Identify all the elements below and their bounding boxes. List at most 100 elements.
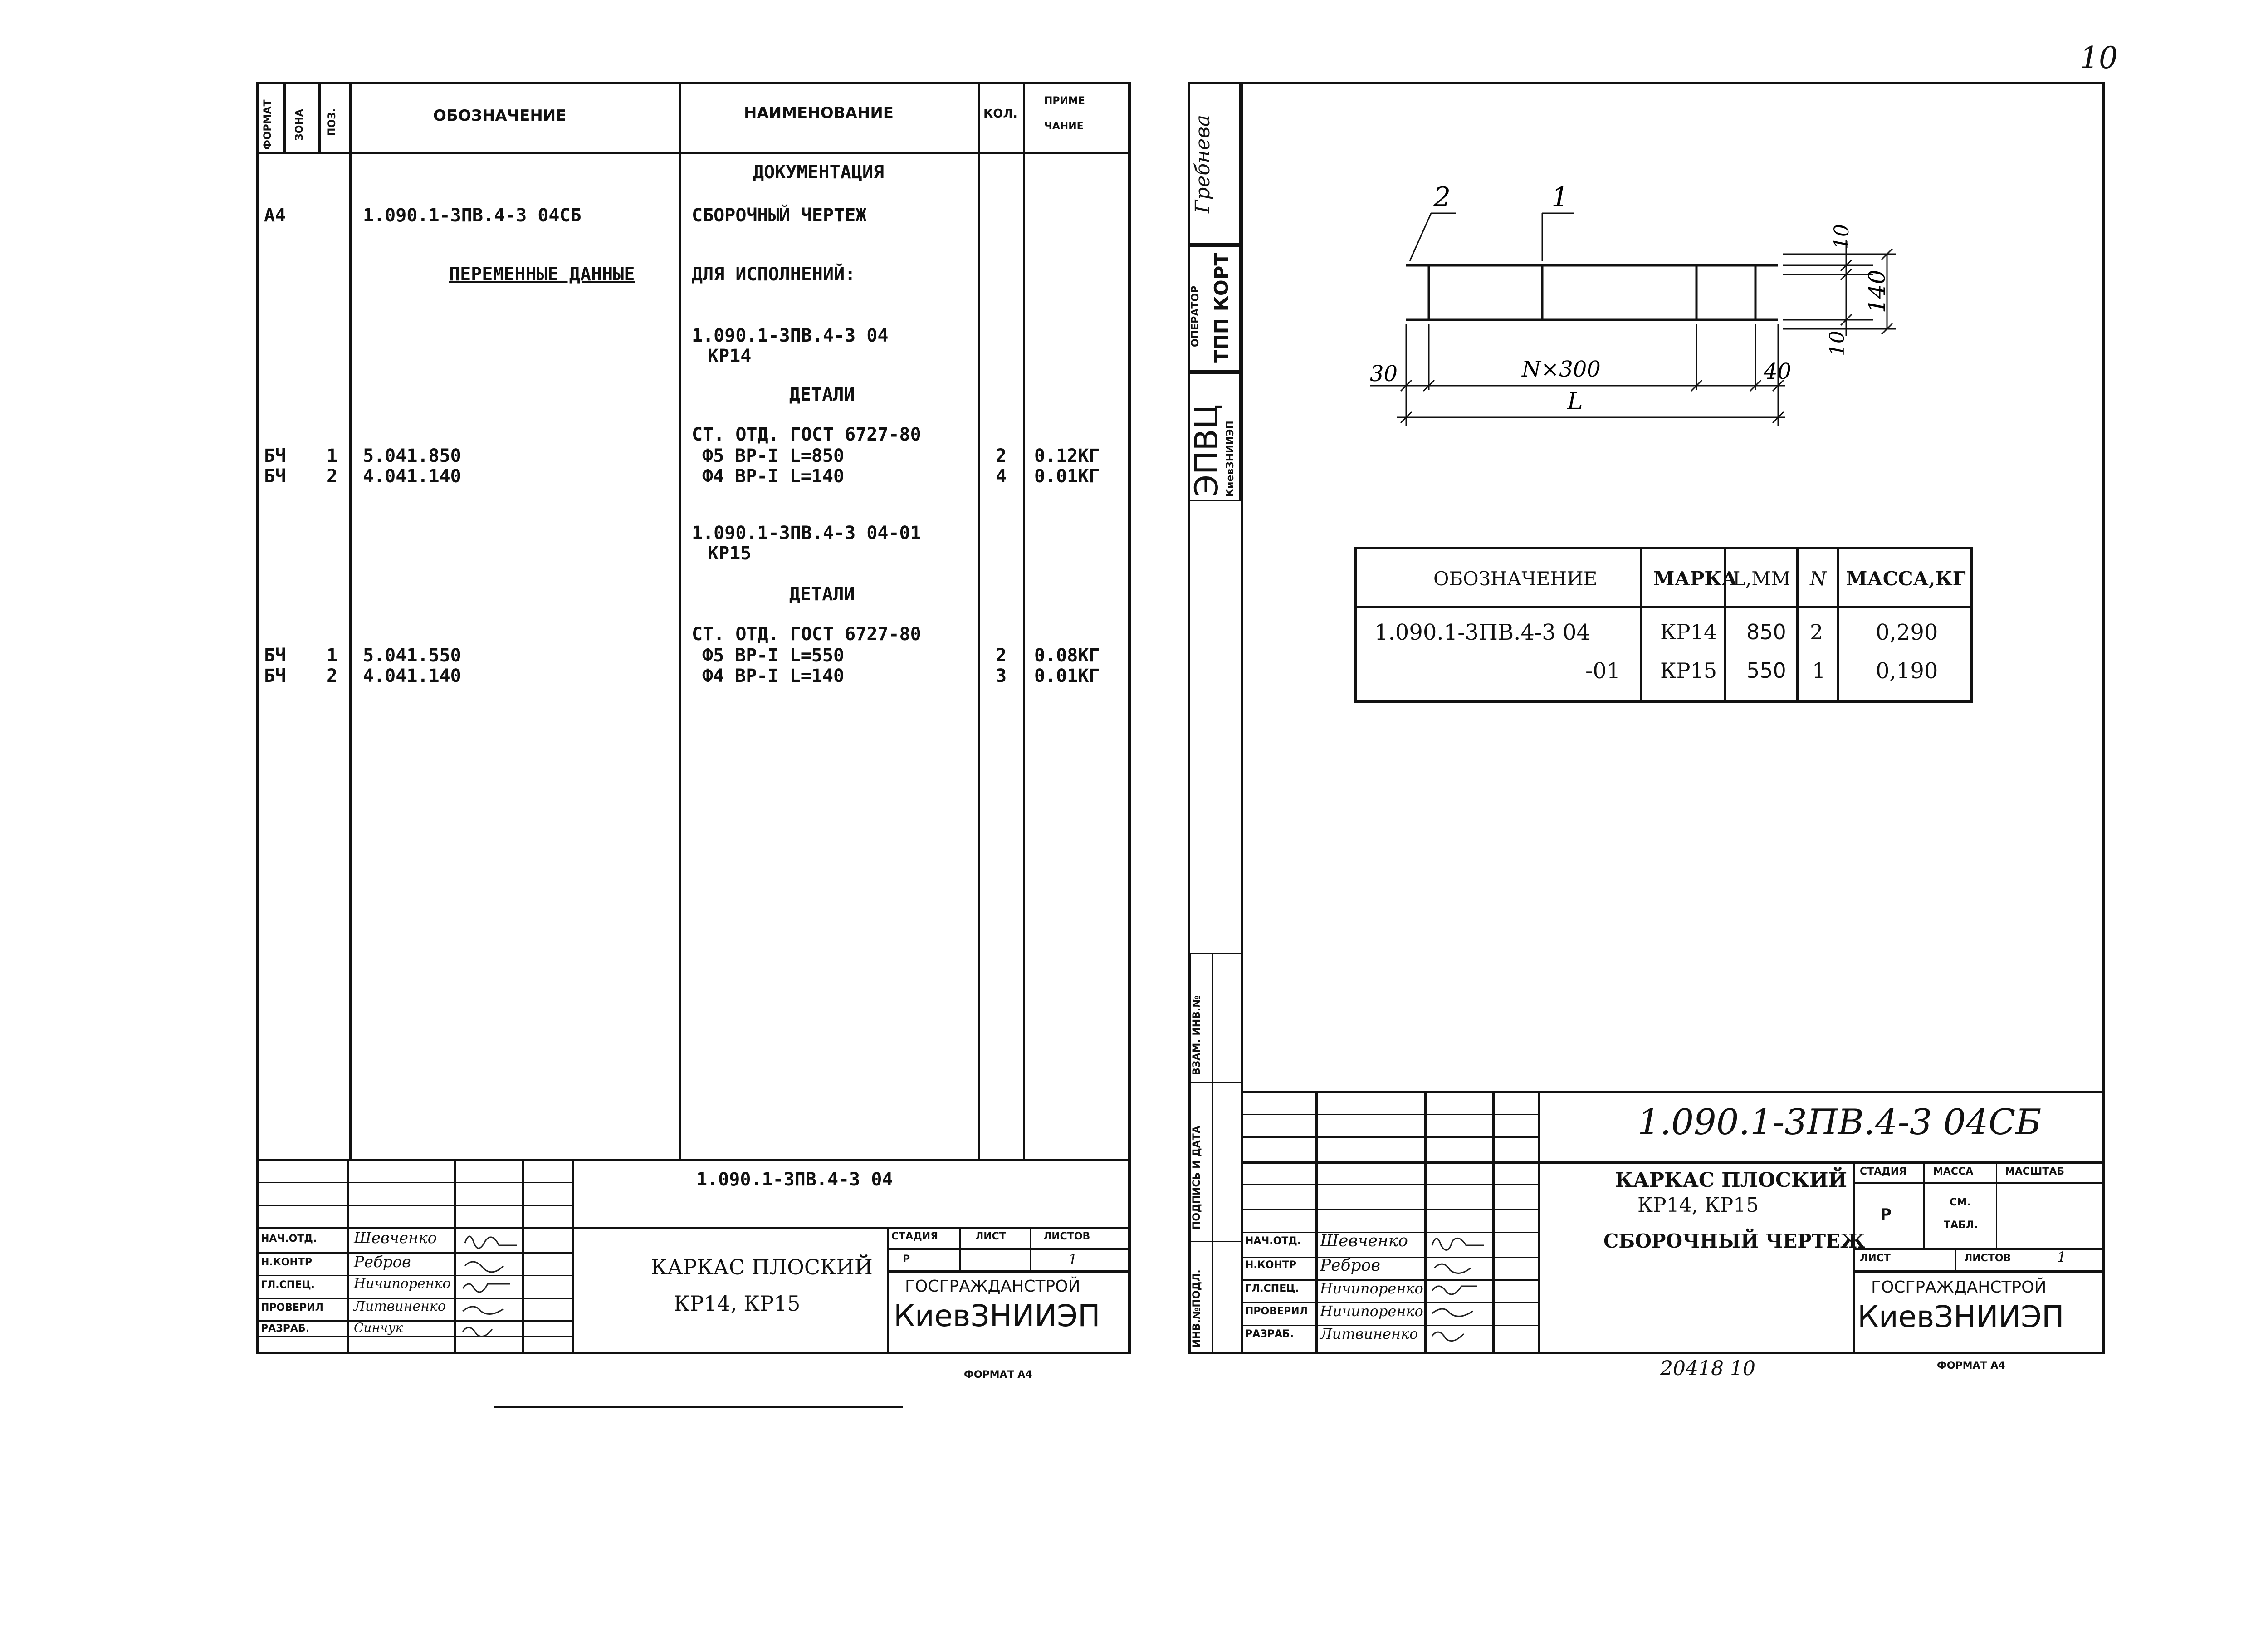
rtb-rule [1853, 1248, 2105, 1250]
mass-table-header-1: МАРКА [1653, 568, 1737, 590]
right-signatures [1431, 1237, 1484, 1342]
mass-table-r0-c3: 2 [1810, 620, 1823, 644]
tb-col [454, 1159, 456, 1354]
v1r1-designation: 5.041.850 [363, 446, 461, 466]
left-header-rule [256, 152, 1131, 154]
details1-heading: ДЕТАЛИ [789, 384, 855, 405]
left-sheet-frame [256, 82, 1131, 1354]
rtb-rule [1241, 1184, 1538, 1185]
right-tb-title-3: СБОРОЧНЫЙ ЧЕРТЕЖ [1603, 1230, 1866, 1252]
rtb-rule [1241, 1161, 2105, 1164]
std2: СТ. ОТД. ГОСТ 6727-80 [692, 624, 921, 645]
tb-rule [887, 1248, 1131, 1250]
v2r1-note: 0.08КГ [1034, 645, 1100, 666]
rtb-col [1923, 1161, 1925, 1248]
strip-inv-orig: ИНВ.№ПОДЛ. [1191, 1269, 1202, 1347]
dim-nx300: N×300 [1521, 357, 1601, 382]
right-tb-stage-label: СТАДИЯ [1860, 1166, 1907, 1177]
mass-table-r1-c0: -01 [1585, 658, 1621, 684]
rtb-col [1996, 1161, 1997, 1248]
rtb-col [1538, 1091, 1540, 1354]
tb-rule [887, 1270, 1131, 1273]
right-tb-mass-value-2: ТАБЛ. [1944, 1220, 1978, 1231]
v1r1-note: 0.12КГ [1034, 446, 1100, 466]
row1-name: СБОРОЧНЫЙ ЧЕРТЕЖ [692, 205, 867, 226]
right-strip-rule [1188, 1082, 1241, 1083]
stamp-handwritten-box [1188, 82, 1241, 245]
mass-table-header-3: N [1810, 568, 1827, 590]
bottom-underline [494, 1406, 903, 1408]
mass-table-r0-c0: 1.090.1-3ПВ.4-3 04 [1374, 620, 1590, 645]
left-tb-org-1: ГОСГРАЖДАНСТРОЙ [905, 1277, 1080, 1296]
right-tb-title-1: КАРКАС ПЛОСКИЙ [1615, 1169, 1848, 1192]
left-col-line [679, 82, 681, 1159]
dim-30: 30 [1370, 361, 1398, 387]
v2r1-designation: 5.041.550 [363, 645, 461, 666]
stamp-epvc-box [1188, 372, 1241, 501]
strip-sign-date: ПОДПИСЬ И ДАТА [1191, 1126, 1202, 1229]
left-role-0: НАЧ.ОТД. [261, 1233, 317, 1244]
rtb-rule [1241, 1091, 2105, 1093]
mass-table-col [1837, 547, 1839, 703]
tb-col [522, 1159, 524, 1354]
tb-rule [256, 1205, 574, 1206]
right-name-2: Ничипоренко [1320, 1280, 1423, 1297]
header-format: ФОРМАТ [262, 99, 274, 150]
left-role-3: ПРОВЕРИЛ [261, 1302, 323, 1313]
right-tb-sheets-label: ЛИСТОВ [1964, 1253, 2011, 1264]
tb-rule [256, 1227, 1131, 1229]
v1r1-format: БЧ [264, 446, 286, 466]
stamp-institute: КиевЗНИИЭП [1225, 421, 1236, 497]
left-name-4: Синчук [354, 1320, 403, 1335]
mass-table-header-0: ОБОЗНАЧЕНИЕ [1433, 568, 1598, 590]
mass-table-col [1796, 547, 1799, 703]
version2-line1: 1.090.1-3ПВ.4-3 04-01 [692, 523, 921, 544]
left-name-3: Литвиненко [354, 1298, 446, 1314]
version2-line2: КР15 [708, 543, 752, 564]
dim-40: 40 [1763, 359, 1791, 384]
v2r2-name: Ф4 ВР-I L=140 [702, 666, 845, 686]
tb-rule [256, 1252, 574, 1254]
rtb-rule [1241, 1302, 1538, 1303]
right-tb-sheet-label: ЛИСТ [1860, 1253, 1891, 1264]
v2r1-format: БЧ [264, 645, 286, 666]
mass-table-r1-c4: 0,190 [1876, 658, 1938, 684]
tb-rule [256, 1275, 574, 1276]
mass-table-r1-c3: 1 [1812, 658, 1826, 683]
left-name-0: Шевченко [354, 1229, 437, 1247]
right-role-1: Н.КОНТР [1245, 1259, 1296, 1271]
left-tb-stage-value: Р [903, 1254, 910, 1265]
right-role-2: ГЛ.СПЕЦ. [1245, 1283, 1300, 1294]
header-name: НАИМЕНОВАНИЕ [744, 104, 894, 122]
rtb-col [1955, 1248, 1956, 1270]
right-tb-title-2: КР14, КР15 [1637, 1194, 1759, 1217]
dim-140: 140 [1864, 270, 1890, 313]
rtb-col [1492, 1091, 1495, 1354]
rtb-col [1853, 1161, 1855, 1354]
mass-table-col [1640, 547, 1642, 703]
right-tb-mass-label: МАССА [1933, 1166, 1974, 1177]
mass-table-r1-c1: КР15 [1660, 658, 1717, 683]
mass-table-header-2: L,ММ [1733, 568, 1791, 590]
left-tb-stage-label: СТАДИЯ [891, 1231, 938, 1242]
for-versions: ДЛЯ ИСПОЛНЕНИЙ: [692, 264, 856, 285]
rtb-rule [1241, 1209, 1538, 1210]
right-tb-mass-value-1: СМ. [1950, 1197, 1971, 1208]
header-note-1: ПРИМЕ [1044, 95, 1085, 107]
dim-L: L [1567, 388, 1583, 415]
rtb-rule [1853, 1270, 2105, 1273]
header-designation: ОБОЗНАЧЕНИЕ [433, 107, 567, 125]
v2r2-qty: 3 [996, 666, 1007, 686]
row1-format: А4 [264, 205, 286, 226]
left-tb-title-2: КР14, КР15 [674, 1291, 801, 1316]
stamp-operator-box [1188, 245, 1241, 372]
right-field-line [1241, 82, 1243, 1354]
rtb-rule [1241, 1279, 1538, 1281]
v2r2-pos: 2 [327, 666, 338, 686]
rtb-rule [1241, 1257, 1538, 1258]
variable-data-heading: ПЕРЕМЕННЫЕ ДАННЫЕ [449, 264, 635, 285]
left-signatures [462, 1235, 517, 1337]
dim-10-bottom: 10 [1826, 331, 1849, 356]
right-tb-org-2: КиевЗНИИЭП [1857, 1299, 2064, 1334]
left-tb-org-2: КиевЗНИИЭП [894, 1298, 1100, 1333]
